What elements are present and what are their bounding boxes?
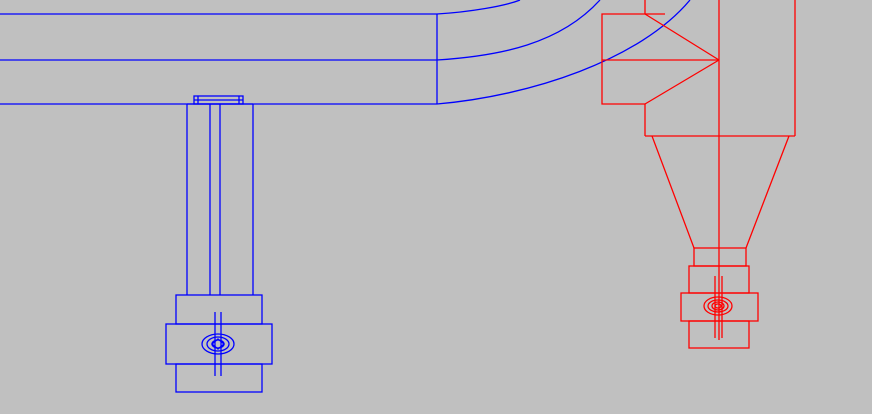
vertical-drop-pipe[interactable] [186, 95, 254, 295]
cyclone-separator[interactable] [601, 0, 796, 340]
blue-valve[interactable] [165, 294, 273, 393]
red-valve[interactable] [680, 265, 759, 349]
horizontal-duct[interactable] [0, 13, 438, 105]
elbow-bend[interactable] [436, 0, 691, 105]
